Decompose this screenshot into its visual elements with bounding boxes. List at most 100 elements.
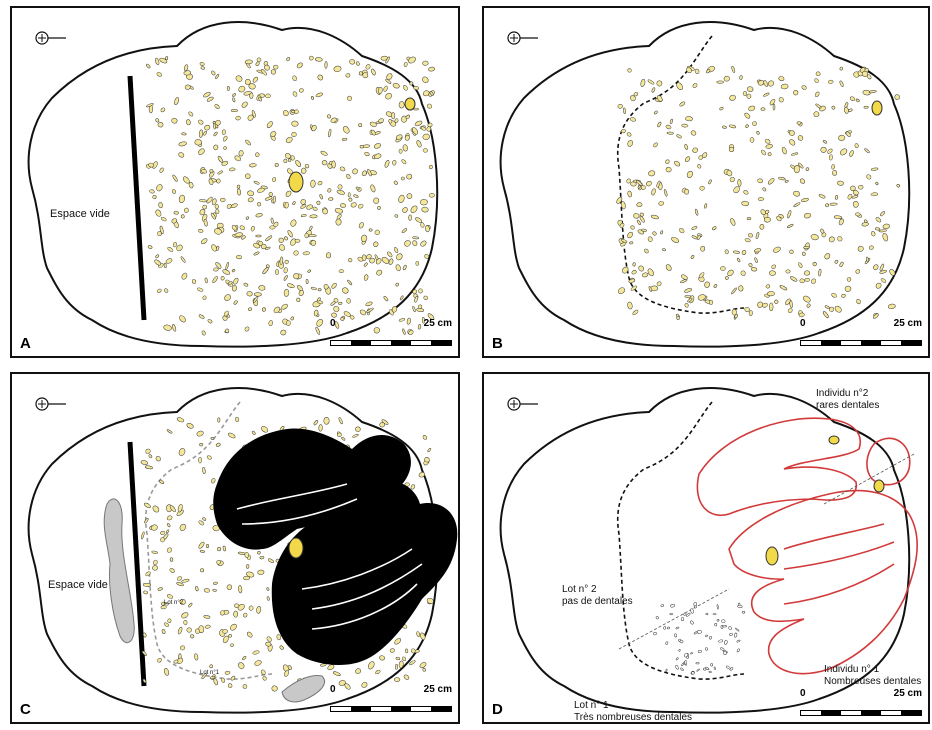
bone-fragment xyxy=(708,636,713,640)
bone-fragment xyxy=(690,652,694,655)
bone-fragment xyxy=(864,148,870,154)
bone-fragment xyxy=(201,330,206,336)
bone-fragment xyxy=(199,442,204,447)
bone-fragment xyxy=(685,116,693,122)
bone-fragment xyxy=(660,604,665,607)
bone-fragment xyxy=(286,283,295,289)
bone-fragment xyxy=(310,286,317,291)
bone-fragment xyxy=(166,594,174,599)
bone-fragment xyxy=(736,648,740,653)
bone-fragment xyxy=(882,223,890,230)
bone-fragment xyxy=(251,430,256,435)
bone-fragment xyxy=(793,165,800,174)
bone-fragment xyxy=(294,109,299,114)
bone-fragment xyxy=(415,261,420,266)
bone-fragment xyxy=(157,288,162,293)
bone-fragment xyxy=(683,612,687,616)
bone-fragment xyxy=(347,279,353,286)
bone-fragment xyxy=(213,678,219,686)
bone-fragment xyxy=(231,224,237,231)
bone-fragment xyxy=(222,635,229,644)
bone-fragment xyxy=(264,246,271,250)
bone-fragment xyxy=(398,194,405,203)
pit-outline xyxy=(499,21,911,348)
bone-fragment xyxy=(694,68,700,74)
bone-fragment xyxy=(376,269,383,276)
bone-fragment xyxy=(767,152,772,157)
bone-fragment xyxy=(743,190,749,195)
bone-fragment xyxy=(789,139,796,146)
bone-fragment xyxy=(725,276,729,280)
bone-fragment xyxy=(699,186,705,191)
arm-lines xyxy=(236,483,423,630)
bone-fragment xyxy=(818,268,822,277)
bone-fragment xyxy=(246,291,253,297)
bone-fragment xyxy=(194,139,202,146)
bone-fragment xyxy=(209,676,216,680)
bone-fragment xyxy=(142,678,147,683)
bone-fragment xyxy=(734,632,738,638)
bone-fragment xyxy=(333,65,342,73)
bone-fragment xyxy=(342,126,350,134)
bone-fragment xyxy=(708,179,712,185)
bone-fragment xyxy=(358,71,363,76)
bone-fragment xyxy=(779,285,788,291)
bone-fragment xyxy=(353,194,359,198)
bone-fragment xyxy=(259,556,265,560)
bone-fragment xyxy=(304,233,309,239)
bone-fragment xyxy=(684,189,690,195)
bone-fragment xyxy=(341,138,348,141)
bone-fragment xyxy=(225,262,229,270)
bone-fragment xyxy=(301,167,307,174)
bone-fragment xyxy=(403,674,410,680)
bone-fragment xyxy=(176,417,185,423)
bone-fragment xyxy=(167,246,174,252)
bone-fragment xyxy=(324,61,328,69)
bone-fragment xyxy=(302,251,310,256)
bone-fragment xyxy=(198,148,205,155)
bone-fragment xyxy=(163,667,170,676)
bone-fragment xyxy=(690,130,697,136)
bone-fragment xyxy=(281,303,288,310)
bone-fragment xyxy=(406,173,413,180)
bone-fragment xyxy=(416,140,422,148)
bone-fragment xyxy=(253,292,262,297)
bone-fragment xyxy=(248,83,256,90)
bone-fragment xyxy=(186,423,194,429)
bone-fragment xyxy=(256,57,262,62)
bone-fragment xyxy=(838,218,844,226)
bone-fragment xyxy=(283,289,290,297)
bone-fragment xyxy=(647,79,655,85)
skull-marker-2 xyxy=(404,97,416,111)
bone-fragment xyxy=(261,426,269,433)
bone-fragment xyxy=(617,104,623,109)
bone-fragment xyxy=(730,218,736,226)
bone-fragment xyxy=(243,575,251,581)
bone-fragment xyxy=(428,164,433,170)
bone-fragment xyxy=(294,238,301,243)
bone-fragment xyxy=(241,101,248,108)
bone-fragment xyxy=(213,123,216,130)
bone-fragment xyxy=(230,643,234,647)
bone-fragment xyxy=(738,285,744,292)
bone-fragment xyxy=(180,214,185,219)
bone-fragment xyxy=(292,201,296,205)
bone-fragment xyxy=(628,278,636,283)
bone-fragment xyxy=(155,57,160,66)
bone-fragment xyxy=(231,269,236,273)
bone-fragment xyxy=(648,170,656,177)
bone-fragment xyxy=(697,294,706,301)
bone-fragment xyxy=(398,660,404,669)
bone-fragment xyxy=(791,152,799,156)
bone-fragment xyxy=(793,190,801,197)
empty-space-label: Espace vide xyxy=(48,579,108,591)
bone-fragment xyxy=(346,173,351,180)
bone-fragment xyxy=(723,651,727,655)
bone-fragment xyxy=(398,318,406,322)
bone-fragment xyxy=(422,90,430,97)
bone-fragment xyxy=(209,169,214,173)
bone-fragment xyxy=(266,121,273,129)
bone-fragment xyxy=(240,235,246,240)
bone-fragment xyxy=(404,240,411,247)
bone-fragment xyxy=(862,89,871,96)
